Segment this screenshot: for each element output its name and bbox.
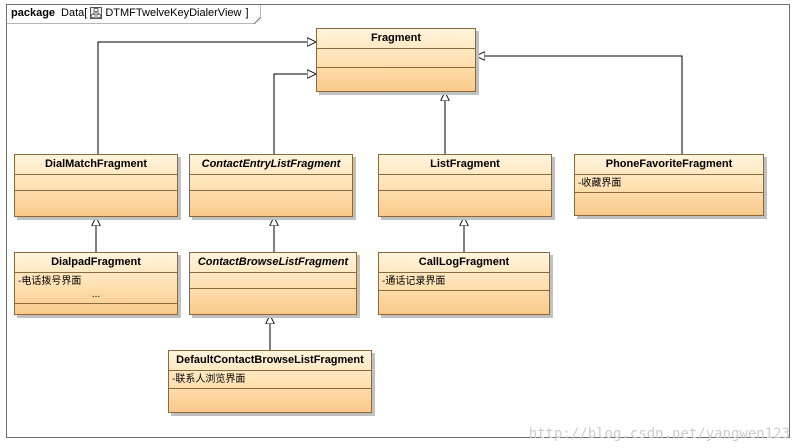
diagram-name: DTMFTwelveKeyDialerView <box>105 7 242 19</box>
edge-phonefavorite-to-fragment <box>476 56 683 154</box>
class-dialpad-fragment[interactable]: DialpadFragment -电话拨号界面 ... <box>14 252 178 315</box>
class-attribute: -通话记录界面 <box>382 276 446 287</box>
class-attributes: -通话记录界面 <box>379 273 549 291</box>
package-bracket-open: [ <box>84 7 88 19</box>
class-attribute: -收藏界面 <box>578 178 622 189</box>
package-name: Data <box>61 7 85 19</box>
class-attributes: -电话拨号界面 ... <box>15 273 177 304</box>
class-name: DefaultContactBrowseListFragment <box>169 351 371 371</box>
class-contact-entry-list-fragment[interactable]: ContactEntryListFragment <box>189 154 353 217</box>
class-attributes <box>190 273 356 289</box>
package-tab: package Data [ DTMFTwelveKeyDialerView ] <box>6 4 261 24</box>
class-phone-favorite-fragment[interactable]: PhoneFavoriteFragment -收藏界面 <box>574 154 764 216</box>
class-name: DialMatchFragment <box>15 155 177 175</box>
class-contact-browse-list-fragment[interactable]: ContactBrowseListFragment <box>189 252 357 315</box>
class-attributes: -收藏界面 <box>575 175 763 193</box>
class-name: ContactEntryListFragment <box>190 155 352 175</box>
package-bracket-close: ] <box>245 7 249 19</box>
package-label: package Data [ DTMFTwelveKeyDialerView ] <box>11 7 249 19</box>
class-attribute: -电话拨号界面 <box>18 276 82 287</box>
class-name: Fragment <box>317 29 475 49</box>
class-list-fragment[interactable]: ListFragment <box>378 154 552 217</box>
class-name: ListFragment <box>379 155 551 175</box>
package-keyword: package <box>11 7 56 19</box>
class-name: ContactBrowseListFragment <box>190 253 356 273</box>
class-name: DialpadFragment <box>15 253 177 273</box>
class-attribute: -联系人浏览界面 <box>172 374 246 385</box>
class-name: CallLogFragment <box>379 253 549 273</box>
class-default-contact-browse-list-fragment[interactable]: DefaultContactBrowseListFragment -联系人浏览界… <box>168 350 372 413</box>
class-attributes <box>317 49 475 68</box>
class-attributes <box>379 175 551 191</box>
class-diagram-icon <box>90 7 103 19</box>
edge-contactentrylist-to-fragment <box>273 74 316 154</box>
class-name: PhoneFavoriteFragment <box>575 155 763 175</box>
package-tab-border <box>6 4 261 24</box>
watermark: http://blog.csdn.net/yangwen123 <box>528 426 790 442</box>
class-attributes <box>190 175 352 191</box>
class-dial-match-fragment[interactable]: DialMatchFragment <box>14 154 178 217</box>
edge-dialmatch-to-fragment <box>97 42 316 154</box>
class-call-log-fragment[interactable]: CallLogFragment -通话记录界面 <box>378 252 550 315</box>
class-attribute-more: ... <box>91 289 101 300</box>
class-fragment[interactable]: Fragment <box>316 28 476 92</box>
class-attributes <box>15 175 177 191</box>
class-attributes: -联系人浏览界面 <box>169 371 371 389</box>
